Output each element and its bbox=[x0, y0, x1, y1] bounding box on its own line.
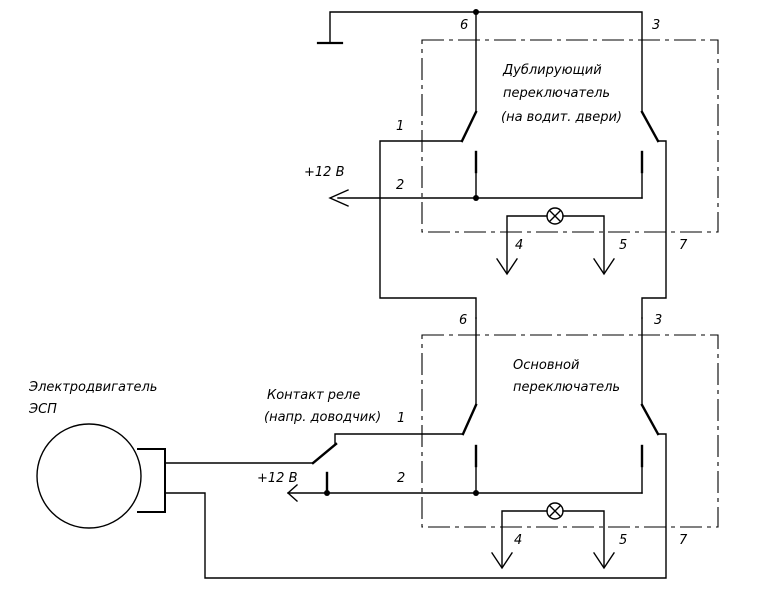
bottom-arrow-4-icon bbox=[491, 552, 513, 570]
bottom-terminal-4: 4 bbox=[514, 533, 522, 548]
top-plus12-label: +12 В bbox=[304, 165, 345, 180]
bottom-indicator-lamp-icon bbox=[546, 502, 564, 520]
bottom-terminal-2: 2 bbox=[397, 471, 405, 486]
top-common-wire bbox=[475, 11, 643, 113]
duplicate-switch-subtitle: переключатель bbox=[503, 86, 610, 101]
top-bus-dot bbox=[473, 195, 479, 201]
duplicate-switch-enclosure bbox=[421, 39, 719, 233]
relay-subtitle: (напр. доводчик) bbox=[264, 410, 381, 425]
ground-wire bbox=[329, 11, 477, 43]
relay-title: Контакт реле bbox=[267, 388, 360, 403]
bottom-terminal1-wire bbox=[334, 433, 464, 445]
bottom-bus-dot bbox=[473, 490, 479, 496]
bottom-right-moving-contact bbox=[640, 403, 660, 436]
top-terminal-5: 5 bbox=[619, 238, 627, 253]
top-arrow-5-icon bbox=[593, 258, 615, 276]
top-indicator-lamp-icon bbox=[546, 207, 564, 225]
top-terminal-3: 3 bbox=[652, 18, 660, 33]
top-lamp-wire-left bbox=[506, 215, 548, 273]
top-right-moving-contact bbox=[640, 110, 660, 143]
bottom-plus12-arrow bbox=[286, 484, 298, 502]
main-switch-subtitle: переключатель bbox=[513, 380, 620, 395]
top-left-moving-contact bbox=[460, 110, 478, 143]
bottom-terminal7-wire bbox=[164, 433, 667, 579]
bottom-terminal-5: 5 bbox=[619, 533, 627, 548]
top-terminal7-wire bbox=[641, 140, 667, 319]
top-plus12-arrow bbox=[328, 189, 349, 207]
bottom-terminal-1: 1 bbox=[397, 411, 405, 426]
motor-title: Электродвигатель bbox=[28, 380, 157, 395]
top-arrow-4-icon bbox=[496, 258, 518, 276]
bottom-lamp-cross bbox=[548, 504, 562, 518]
main-switch-title: Основной bbox=[513, 358, 579, 373]
bottom-terminal-3: 3 bbox=[654, 313, 662, 328]
top-lamp-cross bbox=[548, 209, 562, 223]
bottom-arrow-5-icon bbox=[593, 552, 615, 570]
relay-contact: +12 В Контакт реле (напр. доводчик) bbox=[164, 388, 381, 502]
top-lamp-wire-right bbox=[562, 215, 605, 273]
duplicate-switch: Дублирующий переключатель (на водит. две… bbox=[304, 9, 719, 319]
bottom-lamp-wire-right bbox=[562, 510, 605, 567]
top-terminal-7: 7 bbox=[679, 238, 688, 253]
top-terminal-4: 4 bbox=[515, 238, 523, 253]
main-switch: Основной переключатель 1 2 3 4 5 6 7 bbox=[164, 313, 719, 579]
top-terminal-2: 2 bbox=[396, 178, 404, 193]
motor-terminal-block bbox=[137, 448, 166, 513]
top-terminal-6: 6 bbox=[460, 18, 468, 33]
bottom-plus12-label: +12 В bbox=[257, 471, 298, 486]
bottom-lamp-wire-left bbox=[501, 510, 548, 567]
bottom-terminal-7: 7 bbox=[679, 533, 688, 548]
duplicate-switch-title: Дублирующий bbox=[502, 63, 602, 78]
motor-icon bbox=[36, 423, 142, 529]
main-switch-enclosure bbox=[421, 334, 719, 528]
motor: Электродвигатель ЭСП bbox=[28, 380, 166, 529]
bottom-terminal-6: 6 bbox=[459, 313, 467, 328]
top-terminal-1: 1 bbox=[396, 119, 404, 134]
top-terminal1-wire bbox=[379, 140, 477, 319]
relay-moving-contact-icon bbox=[311, 442, 338, 465]
duplicate-switch-location: (на водит. двери) bbox=[501, 110, 622, 125]
motor-subtitle: ЭСП bbox=[28, 402, 57, 417]
bottom-left-moving-contact bbox=[461, 403, 478, 436]
